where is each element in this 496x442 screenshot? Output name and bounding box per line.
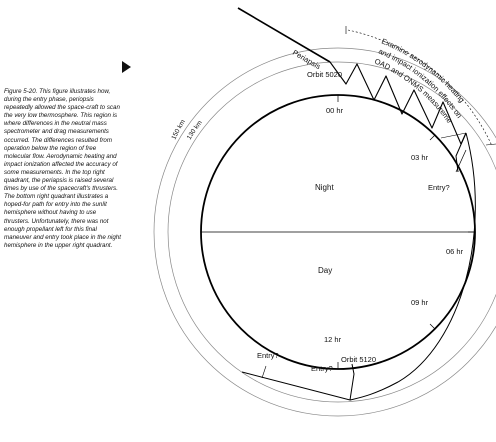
day-label: Day [318,266,332,275]
entry-arrow [455,149,467,173]
altitude-130-label: 130 km [186,119,204,141]
night-label: Night [315,183,334,192]
hour-06-label: 06 hr [446,247,464,256]
orbit-5020-label: Orbit 5020 [307,70,342,79]
final-entry-path [455,132,467,173]
inner-altitude-circle [167,61,496,403]
periapsis-label: Periapsis [291,48,322,71]
orbit-5120-label: Orbit 5120 [341,355,376,364]
dawn-connector [440,132,467,139]
hoped-for-path [349,132,476,401]
bottom-trajectory [241,363,355,401]
hour-12-label: 12 hr [324,335,342,344]
hour-03-label: 03 hr [411,153,429,162]
outer-altitude-circle [153,47,496,417]
entry-bottom-left-arrow [261,365,267,379]
hour-09-label: 09 hr [411,298,429,307]
entry-right-label: Entry? [428,183,450,192]
entry-bottom-left-label: Entry? [257,351,279,360]
altitude-150-label: 150 km [170,119,186,141]
zigzag-trajectory [329,61,467,145]
examine-arc-end-tick [485,143,496,146]
entry-bottom-mid-label: Entry? [311,364,333,373]
examine-region-arc [347,29,493,147]
tick-09-hr [429,323,436,330]
incoming-trajectory [237,7,331,63]
figure-caption: Figure 5-20. This figure illustrates how… [4,88,121,249]
tick-03-hr [429,134,436,141]
pointer-triangle [122,61,131,73]
hour-00-label: 00 hr [326,106,344,115]
examine-label-line3: OAD and ONMS measurements [0,0,454,125]
